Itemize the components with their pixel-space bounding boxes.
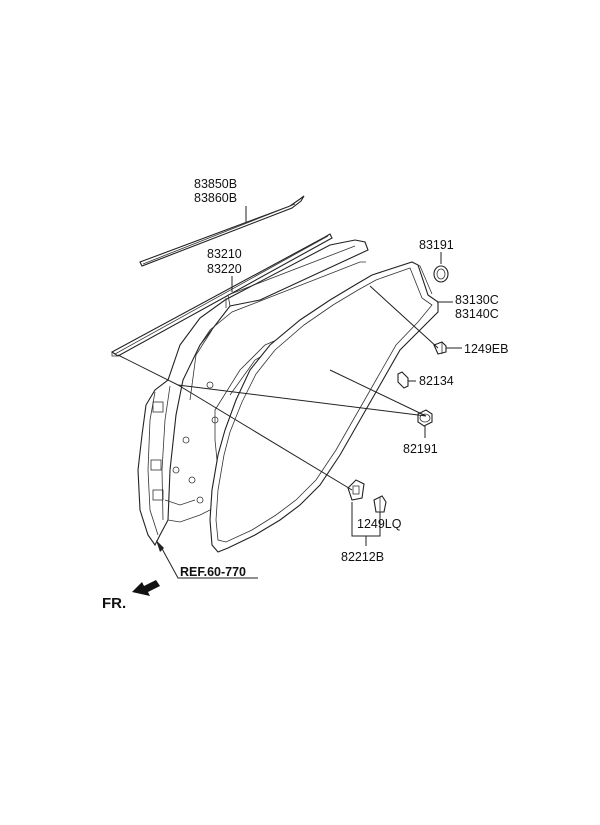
label-drip-molding-2: 83860B — [194, 191, 237, 205]
label-striker: 82212B — [341, 550, 384, 564]
label-plug-bottom: 82191 — [403, 442, 438, 456]
label-front: FR. — [102, 595, 126, 612]
leader-line-lower — [177, 384, 353, 491]
plug-bottom-part — [417, 409, 433, 427]
arrow-down-left-icon — [132, 580, 160, 596]
striker-part — [347, 479, 365, 501]
drip-molding-part — [139, 195, 305, 267]
bumper-part — [397, 371, 409, 389]
bolt-lq-part — [373, 495, 387, 513]
ref-leader — [159, 544, 258, 579]
label-bumper: 82134 — [419, 374, 454, 388]
label-belt-weatherstrip-1: 83210 — [207, 247, 242, 261]
label-belt-weatherstrip-2: 83220 — [207, 262, 242, 276]
label-reference[interactable]: REF.60-770 — [180, 565, 246, 579]
belt-weatherstrip-part — [110, 233, 333, 357]
bolt-eb-part — [433, 341, 447, 355]
label-drip-molding-1: 83850B — [194, 177, 237, 191]
label-bolt-eb: 1249EB — [464, 342, 508, 356]
leader-bolt-eb-diag — [369, 285, 439, 349]
plug-top-part — [433, 265, 449, 283]
leader-belt-to-door — [117, 354, 179, 386]
ref-arrowhead — [156, 540, 164, 552]
door-weatherstrip-part — [209, 261, 439, 553]
label-door-weatherstrip-2: 83140C — [455, 307, 499, 321]
leader-line-upper — [177, 384, 427, 417]
leader-plug-bottom-diag — [329, 369, 427, 417]
label-bolt-lq: 1249LQ — [357, 517, 402, 531]
label-door-weatherstrip-1: 83130C — [455, 293, 499, 307]
label-plug-top: 83191 — [419, 238, 454, 252]
